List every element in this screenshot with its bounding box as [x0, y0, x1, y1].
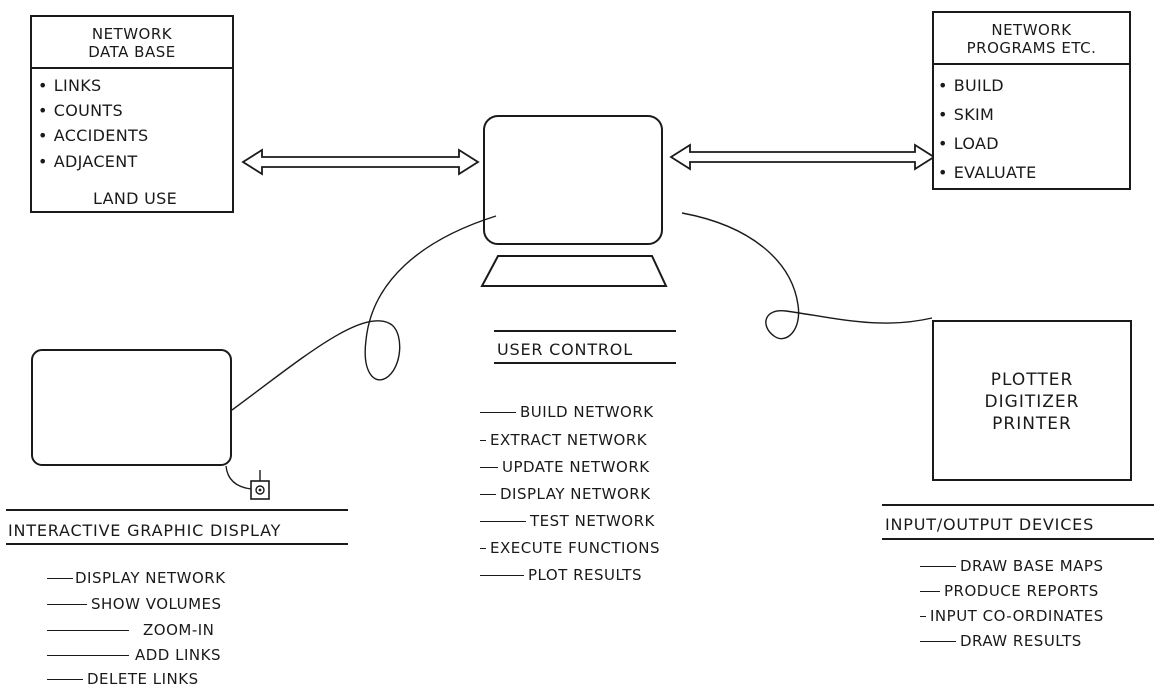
io-devices-heading: INPUT/OUTPUT DEVICES [885, 515, 1094, 534]
programs-title-line-2: PROGRAMS ETC. [938, 39, 1125, 57]
data-base-title-line-2: DATA BASE [36, 43, 228, 61]
data-base-item-counts: COUNTS [38, 98, 232, 123]
graphic-display-fn-2: SHOW VOLUMES [47, 595, 222, 613]
graphic-display-fn-4: ADD LINKS [47, 646, 221, 664]
user-control-rule-bottom [494, 362, 676, 364]
graphic-display-heading: INTERACTIVE GRAPHIC DISPLAY [8, 521, 281, 540]
data-base-title-line-1: NETWORK [36, 25, 228, 43]
user-control-fn-1: BUILD NETWORK [480, 403, 654, 421]
io-devices-fn-2: PRODUCE REPORTS [920, 582, 1099, 600]
programs-item-build: BUILD [938, 71, 1129, 100]
central-monitor [484, 116, 662, 244]
io-devices-fn-1: DRAW BASE MAPS [920, 557, 1104, 575]
double-arrow-right [671, 145, 934, 169]
data-base-item-links: LINKS [38, 73, 232, 98]
io-devices-rule-bottom [882, 538, 1154, 540]
programs-item-evaluate: EVALUATE [938, 158, 1129, 187]
data-base-list: LINKS COUNTS ACCIDENTS ADJACENT [32, 69, 232, 172]
io-devices-fn-4: DRAW RESULTS [920, 632, 1082, 650]
user-control-fn-7: PLOT RESULTS [480, 566, 642, 584]
programs-item-skim: SKIM [938, 100, 1129, 129]
io-devices-box-labels: PLOTTER DIGITIZER PRINTER [934, 369, 1130, 435]
cable-right [682, 213, 932, 339]
io-box-line-plotter: PLOTTER [934, 369, 1130, 391]
network-programs-box: NETWORK PROGRAMS ETC. BUILD SKIM LOAD EV… [932, 11, 1131, 190]
cable-left [232, 216, 496, 410]
graphic-display-rule-bottom [6, 543, 348, 545]
io-box-line-digitizer: DIGITIZER [934, 391, 1130, 413]
programs-list: BUILD SKIM LOAD EVALUATE [934, 65, 1129, 187]
user-control-fn-5: TEST NETWORK [480, 512, 655, 530]
keyboard [482, 256, 666, 286]
io-devices-rule-top [882, 504, 1154, 506]
user-control-fn-3: UPDATE NETWORK [480, 458, 650, 476]
user-control-fn-2: EXTRACT NETWORK [480, 431, 647, 449]
graphic-display-rule-top [6, 509, 348, 511]
user-control-fn-4: DISPLAY NETWORK [480, 485, 651, 503]
network-data-base-box: NETWORK DATA BASE LINKS COUNTS ACCIDENTS… [30, 15, 234, 213]
io-devices-fn-3: INPUT CO-ORDINATES [920, 607, 1104, 625]
programs-title: NETWORK PROGRAMS ETC. [934, 13, 1129, 63]
data-base-item-land-use: LAND USE [93, 189, 177, 208]
joystick-icon [251, 470, 269, 499]
data-base-title: NETWORK DATA BASE [32, 17, 232, 67]
programs-item-load: LOAD [938, 129, 1129, 158]
graphic-display-monitor [32, 350, 231, 465]
user-control-rule-top [494, 330, 676, 332]
double-arrow-left [243, 150, 478, 174]
graphic-display-fn-5: DELETE LINKS [47, 670, 199, 688]
user-control-fn-6: EXECUTE FUNCTIONS [480, 539, 660, 557]
io-devices-box: PLOTTER DIGITIZER PRINTER [932, 320, 1132, 481]
user-control-heading: USER CONTROL [497, 340, 633, 359]
graphic-display-fn-1: DISPLAY NETWORK [47, 569, 226, 587]
data-base-item-adjacent: ADJACENT [38, 152, 232, 172]
graphic-display-fn-3: ZOOM-IN [47, 621, 214, 639]
joystick-cable [226, 466, 251, 489]
io-box-line-printer: PRINTER [934, 413, 1130, 435]
data-base-item-accidents: ACCIDENTS [38, 123, 232, 148]
programs-title-line-1: NETWORK [938, 21, 1125, 39]
